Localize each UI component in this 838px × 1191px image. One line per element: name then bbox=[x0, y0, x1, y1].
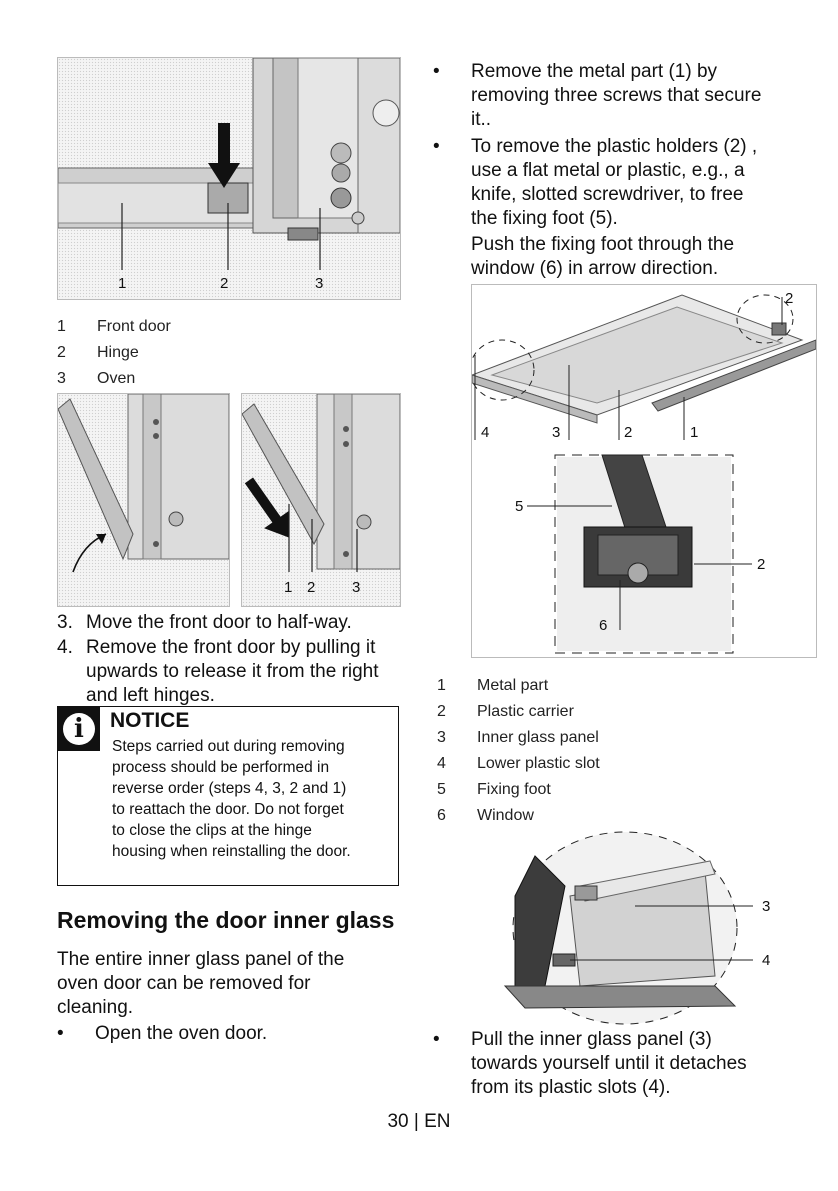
legend-number: 3 bbox=[437, 729, 446, 746]
bullet-pull-panel: • Pull the inner glass panel (3) towards… bbox=[433, 1028, 803, 1100]
legend-item: 6 Window bbox=[437, 807, 737, 827]
step-number: 4. bbox=[57, 637, 73, 658]
figure-door-lift: 1 2 3 bbox=[241, 393, 401, 607]
bullet-text: removing three screws that secure bbox=[471, 85, 762, 106]
legend-label: Fixing foot bbox=[477, 781, 551, 798]
legend-number: 2 bbox=[57, 344, 66, 361]
legend-number: 3 bbox=[57, 370, 66, 387]
figure3-callout: 3 bbox=[552, 424, 560, 441]
notice-title: NOTICE bbox=[110, 709, 190, 732]
bullet-remove-holders: • To remove the plastic holders (2) , us… bbox=[433, 135, 803, 279]
notice-line: process should be performed in bbox=[112, 759, 330, 776]
legend-label: Window bbox=[477, 807, 534, 824]
legend-number: 2 bbox=[437, 703, 446, 720]
legend-label: Front door bbox=[97, 318, 171, 335]
legend-item: 5 Fixing foot bbox=[437, 781, 737, 801]
figure2-callout: 1 bbox=[284, 579, 292, 596]
figure1-callout: 2 bbox=[220, 275, 228, 292]
legend-number: 1 bbox=[437, 677, 446, 694]
legend-item: 2 Plastic carrier bbox=[437, 703, 737, 723]
info-icon: i bbox=[58, 707, 100, 751]
legend-item: 3 Oven bbox=[57, 370, 357, 390]
legend-label: Plastic carrier bbox=[477, 703, 574, 720]
figure4-callout: 4 bbox=[762, 952, 770, 969]
figure-panel-slots-drawing: 3 4 bbox=[503, 831, 770, 1025]
bullet-text: To remove the plastic holders (2) , bbox=[471, 136, 758, 157]
figure-door-half-open bbox=[57, 393, 230, 607]
notice-line: reverse order (steps 4, 3, 2 and 1) bbox=[112, 780, 347, 797]
figure-door-lift-drawing: 1 2 3 bbox=[242, 394, 400, 596]
bullet-text: towards yourself until it detaches bbox=[471, 1053, 747, 1074]
legend-number: 1 bbox=[57, 318, 66, 335]
legend-label: Inner glass panel bbox=[477, 729, 599, 746]
intro-line: cleaning. bbox=[57, 997, 134, 1018]
figure1-callout: 3 bbox=[315, 275, 323, 292]
legend-item: 3 Inner glass panel bbox=[437, 729, 737, 749]
notice-line: to reattach the door. Do not forget bbox=[112, 801, 344, 818]
legend-label: Lower plastic slot bbox=[477, 755, 600, 772]
bullet-text: use a flat metal or plastic, e.g., a bbox=[471, 160, 745, 181]
figure3-detail-callout: 6 bbox=[599, 617, 607, 634]
figure3-callout: 2 bbox=[785, 290, 793, 307]
step-number: 3. bbox=[57, 612, 73, 633]
legend-number: 4 bbox=[437, 755, 446, 772]
intro-line: oven door can be removed for bbox=[57, 973, 311, 994]
legend-item: 1 Metal part bbox=[437, 677, 737, 697]
figure1-callout: 1 bbox=[118, 275, 126, 292]
figure-door-hinge: 1 2 3 bbox=[57, 57, 401, 300]
page-number: 30 | EN bbox=[387, 1111, 451, 1132]
figure-door-hinge-drawing: 1 2 3 bbox=[58, 58, 400, 292]
bullet-text: from its plastic slots (4). bbox=[471, 1077, 671, 1098]
notice-line: Steps carried out during removing bbox=[112, 738, 345, 755]
legend-item: 1 Front door bbox=[57, 318, 357, 338]
bullet-text: knife, slotted screwdriver, to free bbox=[471, 184, 744, 205]
legend-item: 2 Hinge bbox=[57, 344, 357, 364]
figure3-callout: 1 bbox=[690, 424, 698, 441]
figure4-callout: 3 bbox=[762, 898, 770, 915]
bullet-dot: • bbox=[433, 136, 440, 157]
step-text: upwards to release it from the right bbox=[86, 661, 379, 682]
step-text: Remove the front door by pulling it bbox=[86, 637, 376, 658]
bullet-dot: • bbox=[433, 1029, 440, 1050]
figure3-callout: 2 bbox=[624, 424, 632, 441]
figure-door-half-open-drawing bbox=[58, 394, 229, 573]
bullet-text: window (6) in arrow direction. bbox=[471, 258, 719, 279]
step-text: Move the front door to half-way. bbox=[86, 612, 352, 633]
figure-panel-slots: 3 4 bbox=[475, 826, 815, 1026]
figure2-callout: 3 bbox=[352, 579, 360, 596]
bullet-dot: • bbox=[57, 1023, 64, 1044]
figure-glass-panel: 4 3 2 1 2 5 2 6 bbox=[471, 284, 817, 658]
bullet-text: the fixing foot (5). bbox=[471, 208, 618, 229]
notice-line: to close the clips at the hinge bbox=[112, 822, 312, 839]
bullet-text: it.. bbox=[471, 109, 492, 130]
bullet-text: Open the oven door. bbox=[95, 1023, 268, 1044]
bullet-text: Remove the metal part (1) by bbox=[471, 61, 718, 82]
legend-label: Metal part bbox=[477, 677, 549, 694]
step-text: and left hinges. bbox=[86, 685, 215, 706]
legend-label: Oven bbox=[97, 370, 136, 387]
legend-label: Hinge bbox=[97, 344, 139, 361]
intro-line: The entire inner glass panel of the bbox=[57, 949, 345, 970]
legend-number: 6 bbox=[437, 807, 446, 824]
legend-item: 4 Lower plastic slot bbox=[437, 755, 737, 775]
section-intro: The entire inner glass panel of the oven… bbox=[57, 948, 402, 1020]
section-heading: Removing the door inner glass bbox=[57, 907, 395, 933]
bullet-open-door: • Open the oven door. bbox=[57, 1022, 402, 1046]
bullet-dot: • bbox=[433, 61, 440, 82]
bullet-text: Pull the inner glass panel (3) bbox=[471, 1029, 712, 1050]
figure-glass-panel-drawing: 4 3 2 1 2 5 2 6 bbox=[472, 290, 816, 654]
figure3-detail-callout: 2 bbox=[757, 556, 765, 573]
figure2-callout: 2 bbox=[307, 579, 315, 596]
figure3-detail-callout: 5 bbox=[515, 498, 523, 515]
figure3-callout: 4 bbox=[481, 424, 489, 441]
notice-box: i NOTICE Steps carried out during removi… bbox=[57, 706, 399, 886]
bullet-remove-metal: • Remove the metal part (1) by removing … bbox=[433, 60, 803, 132]
notice-line: housing when reinstalling the door. bbox=[112, 843, 351, 860]
bullet-text: Push the fixing foot through the bbox=[471, 234, 735, 255]
legend-number: 5 bbox=[437, 781, 446, 798]
